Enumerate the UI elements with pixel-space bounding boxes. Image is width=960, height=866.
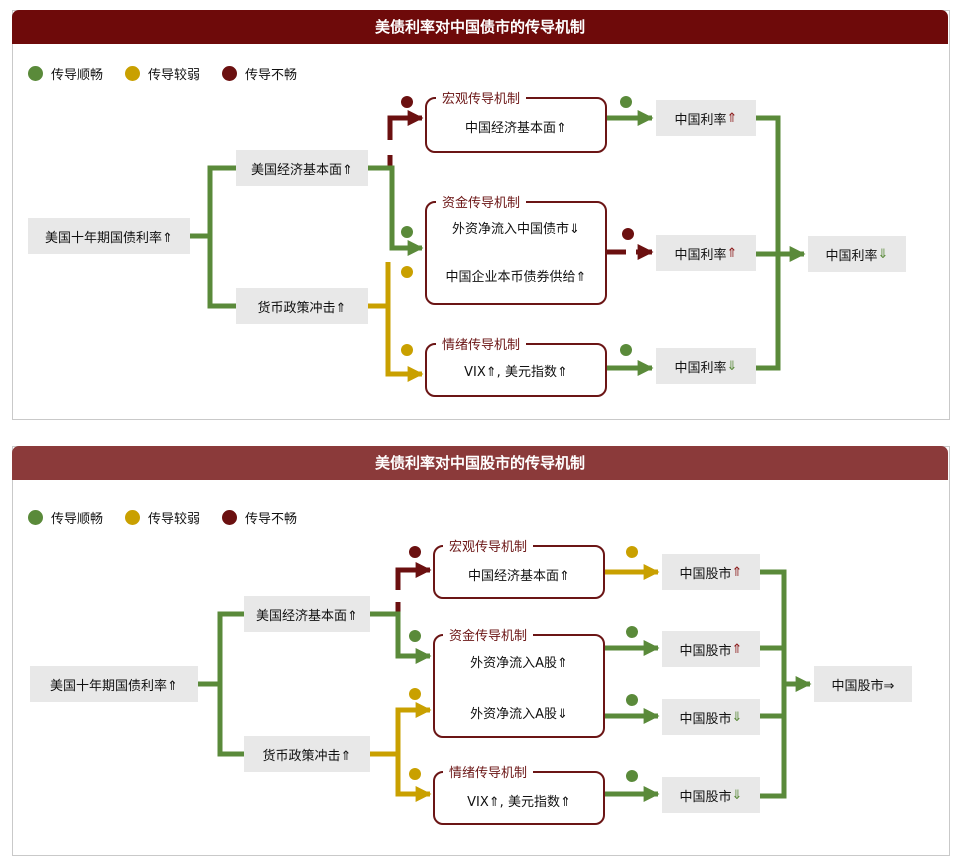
bond-sentiment-line: VIX⇑, 美元指数⇑ (464, 365, 568, 380)
bond-root-node: 美国十年期国债利率⇑ (28, 218, 190, 254)
bond-output-2-text: 中国利率 (674, 247, 727, 263)
stock-root-node: 美国十年期国债利率⇑ (30, 666, 198, 702)
legend-dot-green (28, 66, 43, 81)
bond-capital-title: 资金传导机制 (436, 192, 527, 211)
bond-macro-line: 中国经济基本面⇑ (465, 121, 567, 136)
bond-output-3-text: 中国利率 (674, 360, 727, 376)
bond-capital-line2: 中国企业本币债券供给⇑ (445, 270, 587, 285)
up-arrow-icon: ⇑ (726, 110, 738, 126)
up-arrow-icon: ⇑ (731, 564, 743, 580)
down-arrow-icon: ⇓ (877, 246, 889, 262)
stock-sentiment-line: VIX⇑, 美元指数⇑ (467, 795, 571, 810)
bond-final-text: 中国利率 (825, 248, 878, 264)
bond-output-1-text: 中国利率 (674, 112, 727, 128)
stock-us-econ-node: 美国经济基本面⇑ (244, 596, 370, 632)
stock-capital-line1: 外资净流入A股⇑ (470, 656, 568, 671)
stock-output-3-text: 中国股市 (679, 711, 732, 727)
bond-sentiment-title: 情绪传导机制 (436, 334, 527, 353)
bond-policy-node: 货币政策冲击⇑ (236, 288, 368, 324)
legend-label-smooth: 传导顺畅 (51, 68, 104, 83)
stock-output-4: 中国股市⇓ (662, 777, 760, 813)
bond-capital-line1: 外资净流入中国债市⇓ (452, 222, 580, 237)
down-arrow-icon: ⇓ (731, 787, 743, 803)
bond-us-econ-node: 美国经济基本面⇑ (236, 150, 368, 186)
legend-dot-green (28, 510, 43, 525)
legend-label-smooth: 传导顺畅 (51, 512, 104, 527)
stock-capital-title: 资金传导机制 (443, 625, 534, 644)
down-arrow-icon: ⇓ (726, 358, 738, 374)
bond-final-node: 中国利率⇓ (808, 236, 906, 272)
stock-output-4-text: 中国股市 (679, 789, 732, 805)
stock-capital-group (433, 634, 605, 738)
bond-macro-title: 宏观传导机制 (436, 88, 527, 107)
stock-macro-title: 宏观传导机制 (443, 536, 534, 555)
bond-capital-group (425, 201, 607, 305)
up-arrow-icon: ⇑ (731, 641, 743, 657)
bond-panel-title: 美债利率对中国债市的传导机制 (12, 10, 948, 44)
legend-dot-gold (125, 510, 141, 525)
up-arrow-icon: ⇑ (726, 245, 738, 261)
stock-output-1: 中国股市⇑ (662, 554, 760, 590)
down-arrow-icon: ⇓ (731, 709, 743, 725)
bond-output-1: 中国利率⇑ (656, 100, 756, 136)
stock-output-2: 中国股市⇑ (662, 631, 760, 667)
stock-output-3: 中国股市⇓ (662, 699, 760, 735)
stock-final-node: 中国股市⇒ (814, 666, 912, 702)
legend-dot-gold (125, 66, 141, 81)
legend-dot-red (222, 66, 238, 81)
bond-legend: 传导顺畅 传导较弱 传导不畅 (28, 64, 319, 83)
stock-macro-line: 中国经济基本面⇑ (468, 569, 570, 584)
stock-sentiment-title: 情绪传导机制 (443, 762, 534, 781)
stock-policy-node: 货币政策冲击⇑ (244, 736, 370, 772)
legend-label-blocked: 传导不畅 (245, 68, 298, 83)
legend-label-blocked: 传导不畅 (245, 512, 298, 527)
stock-output-2-text: 中国股市 (679, 643, 732, 659)
stock-output-1-text: 中国股市 (679, 566, 732, 582)
bond-output-3: 中国利率⇓ (656, 348, 756, 384)
stock-panel-title: 美债利率对中国股市的传导机制 (12, 446, 948, 480)
legend-label-weak: 传导较弱 (148, 68, 201, 83)
stock-legend: 传导顺畅 传导较弱 传导不畅 (28, 508, 319, 527)
bond-output-2: 中国利率⇑ (656, 235, 756, 271)
legend-dot-red (222, 510, 238, 525)
legend-label-weak: 传导较弱 (148, 512, 201, 527)
stock-final-text: 中国股市⇒ (831, 678, 895, 694)
stock-capital-line2: 外资净流入A股⇓ (470, 707, 568, 722)
